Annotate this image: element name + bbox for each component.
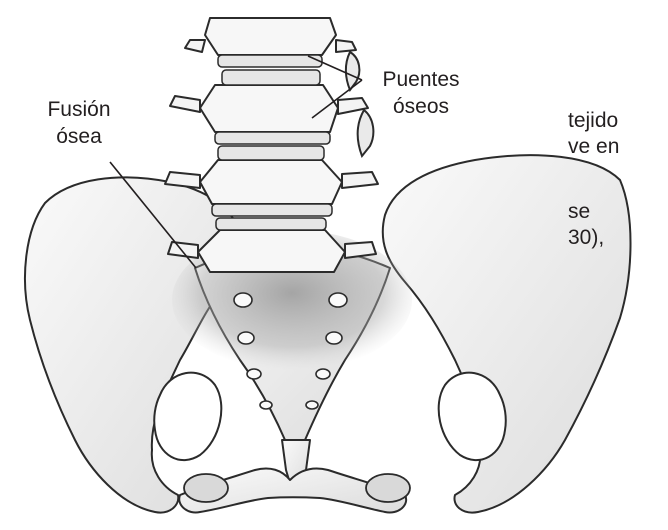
side-text-line-1: tejido: [568, 108, 618, 134]
label-bone-fusion-line2: ósea: [34, 123, 124, 150]
label-bone-bridges-line2: óseos: [366, 93, 476, 120]
side-text-line-2: ve en: [568, 134, 619, 160]
label-bone-bridges-line1: Puentes: [366, 66, 476, 93]
label-bone-fusion-line1: Fusión: [34, 96, 124, 123]
side-text-line-3: se: [568, 199, 590, 225]
side-text-line-4: 30),: [568, 225, 604, 251]
label-bone-fusion: Fusión ósea: [34, 96, 124, 150]
label-bone-bridges: Puentes óseos: [366, 66, 476, 120]
right-iliac-wing: [383, 155, 631, 512]
